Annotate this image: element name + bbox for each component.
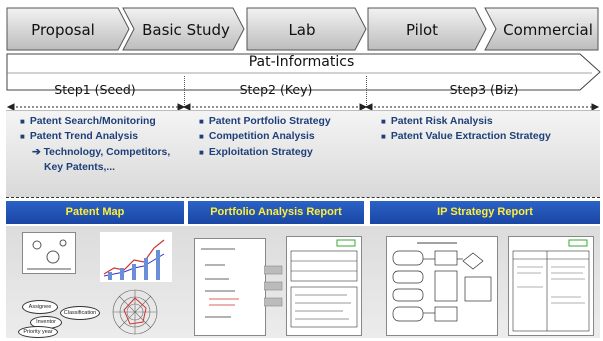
bullet-panel — [6, 110, 600, 198]
bullet-subitem: ➔ Technology, Competitors, — [32, 147, 171, 158]
line-chart-thumbnail — [100, 232, 172, 282]
bullet-subitem: Key Patents,... — [44, 162, 116, 173]
step3-label: Step3 (Biz) — [449, 82, 519, 97]
banner-title: Pat-Informatics — [248, 54, 355, 70]
stage-chevrons — [6, 7, 599, 51]
stage-chevron-proposal — [6, 7, 130, 51]
thumb-label-priority-year: Priority year — [18, 326, 58, 338]
stage-chevron-basic-study — [122, 7, 245, 51]
bullet-item: ■Competition Analysis — [199, 131, 315, 142]
bullet-item: ■Exploitation Strategy — [199, 147, 313, 158]
stage-label-basic-study: Basic Study — [142, 21, 230, 39]
thumb-label-classification: Classification — [60, 306, 100, 320]
stage-chevron-lab — [246, 7, 367, 51]
radar-chart-thumbnail — [110, 288, 160, 336]
step-divider — [366, 76, 367, 107]
bullet-item: ■Patent Search/Monitoring — [20, 116, 156, 127]
ip-strategy-doc-thumbnail — [508, 236, 594, 336]
portfolio-doc-thumbnail — [194, 238, 266, 336]
stage-label-pilot: Pilot — [405, 21, 439, 39]
patent-map-thumbnail — [22, 232, 76, 274]
portfolio-doc-thumbnail — [286, 236, 362, 336]
stage-label-lab: Lab — [288, 21, 316, 39]
bullet-item: ■Patent Portfolio Strategy — [199, 116, 331, 127]
bullet-item: ■Patent Value Extraction Strategy — [381, 131, 551, 142]
bullet-item: ■Patent Trend Analysis — [20, 131, 139, 142]
step-range-arrows — [6, 103, 600, 111]
step1-label: Step1 (Seed) — [54, 82, 136, 97]
report-header-patent-map: Patent Map — [6, 201, 184, 224]
step-divider — [184, 76, 185, 107]
bullet-item: ■Patent Risk Analysis — [381, 116, 493, 127]
stage-chevron-pilot — [367, 7, 487, 51]
stage-label-commercial: Commercial — [503, 21, 593, 39]
step2-label: Step2 (Key) — [239, 82, 313, 97]
pat-informatics-banner — [6, 53, 601, 91]
stage-label-proposal: Proposal — [31, 21, 95, 39]
report-header-portfolio: Portfolio Analysis Report — [188, 201, 364, 224]
thumb-label-assignee: Assignee — [22, 300, 58, 314]
ip-strategy-doc-thumbnail — [386, 236, 498, 336]
connector-arrows — [264, 265, 283, 307]
report-header-ip-strategy: IP Strategy Report — [370, 201, 600, 224]
stage-chevron-commercial — [484, 7, 599, 51]
